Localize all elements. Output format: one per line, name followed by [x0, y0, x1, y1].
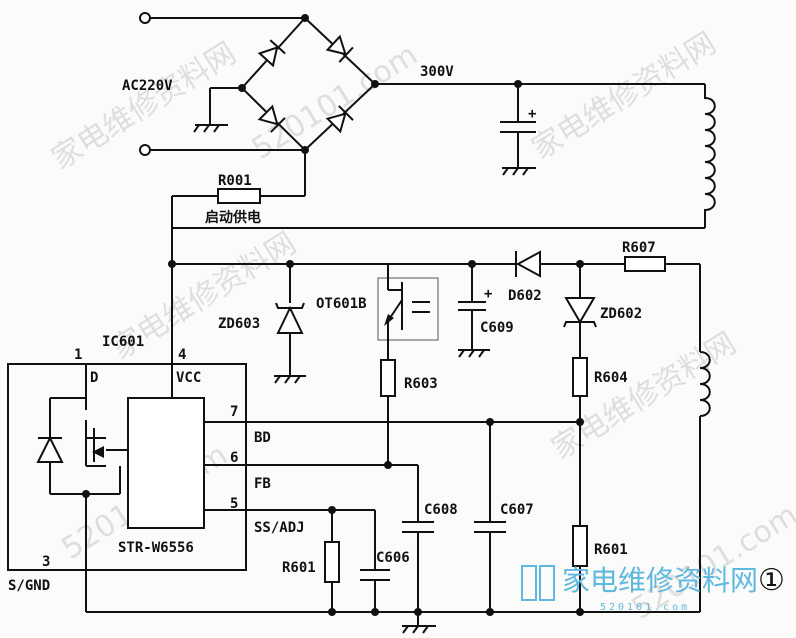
- capacitor-c608: C608: [402, 465, 458, 612]
- pin-fb-label: FB: [254, 476, 271, 492]
- label-300v: 300V: [420, 64, 454, 80]
- figure-number-text: ①: [758, 563, 785, 598]
- right-feedback-column: ZD602 R604 R601: [563, 264, 642, 612]
- pin-3-number: 3: [42, 554, 50, 570]
- label-zd602: ZD602: [600, 306, 642, 322]
- ac-terminal-top: [139, 12, 151, 24]
- pin-1-number: 1: [74, 347, 82, 363]
- ss-adj-network: R601 C606: [282, 510, 410, 612]
- label-r601: R601: [594, 542, 628, 558]
- pin-vcc-label: VCC: [176, 370, 201, 386]
- logo-text: 家电维修资料网: [562, 564, 758, 597]
- label-startup-supply: 启动供电: [205, 209, 261, 226]
- pin-ssadj-label: SS/ADJ: [254, 520, 305, 536]
- vcc-rail: R607 D602: [168, 240, 666, 304]
- resistor-r603: R603: [380, 359, 438, 469]
- label-zd603: ZD603: [218, 316, 260, 332]
- site-logo-watermark: 家电维修资料网 520101.com: [521, 564, 758, 613]
- label-c606: C606: [376, 550, 410, 566]
- label-r607: R607: [622, 240, 656, 256]
- label-ac220v: AC220V: [122, 78, 173, 94]
- ac-terminal-bottom: [139, 144, 151, 156]
- logo-url: 520101.com: [600, 602, 690, 613]
- watermark-layer: 家电维修资料网 家电维修资料网 家电维修资料网 家电维修资料网 520101.c…: [46, 26, 796, 627]
- main-cap-plus: +: [528, 106, 536, 122]
- optocoupler-ot601b: OT601B: [316, 264, 439, 360]
- pin-4-number: 4: [178, 347, 186, 363]
- ground-rail: [86, 608, 700, 634]
- transformer: [172, 84, 716, 612]
- label-str-w6556: STR-W6556: [118, 540, 194, 556]
- label-ot601b: OT601B: [316, 296, 367, 312]
- c609-plus: +: [484, 286, 492, 302]
- pin-sgnd-label: S/GND: [8, 578, 50, 594]
- label-c609: C609: [480, 320, 514, 336]
- dc-bus: + 300V: [375, 64, 705, 176]
- watermark-cn-2: 家电维修资料网: [526, 26, 723, 167]
- figure-number: ①: [758, 563, 785, 598]
- pin-d-label: D: [90, 370, 98, 386]
- capacitor-c609: + C609: [458, 264, 514, 358]
- label-ic601: IC601: [102, 334, 144, 350]
- ic-pin-wiring: [204, 418, 580, 570]
- label-d602: D602: [508, 288, 542, 304]
- pin-7-number: 7: [230, 404, 238, 420]
- capacitor-c607: C607: [474, 422, 534, 612]
- pin-bd-label: BD: [254, 430, 271, 446]
- label-c608: C608: [424, 502, 458, 518]
- label-c607: C607: [500, 502, 534, 518]
- label-r601-left: R601: [282, 560, 316, 576]
- label-r603: R603: [404, 376, 438, 392]
- label-r604: R604: [594, 370, 628, 386]
- label-r001: R001: [218, 173, 252, 189]
- pin-6-number: 6: [230, 450, 238, 466]
- ic601: IC601 STR-W6556 1 D 4 VCC 7 BD 6 FB 5 SS…: [7, 334, 305, 612]
- zener-zd603: ZD603: [218, 264, 306, 384]
- pin-5-number: 5: [230, 496, 238, 512]
- startup-resistor: R001 启动供电: [171, 150, 306, 398]
